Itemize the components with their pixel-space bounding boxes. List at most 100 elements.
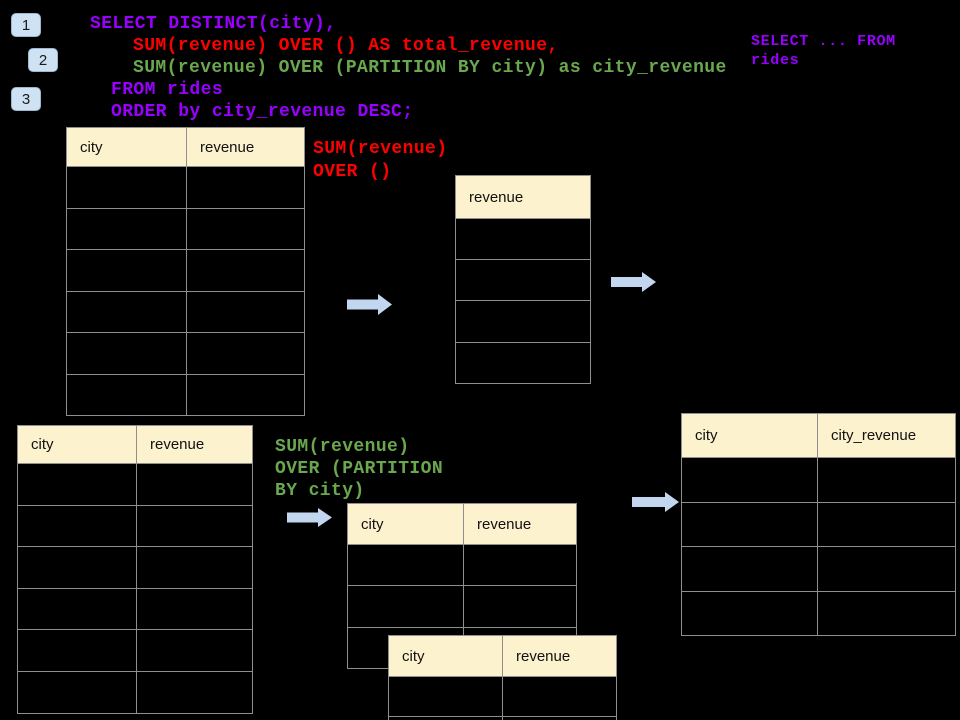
column-header-revenue: revenue — [464, 504, 576, 544]
column-header-revenue: revenue — [456, 176, 590, 218]
arrow-shape — [347, 294, 392, 315]
table-header-row: city city_revenue — [682, 414, 955, 457]
table-row — [18, 587, 252, 630]
table-row — [67, 249, 304, 291]
table-cell — [137, 629, 252, 671]
table-row — [67, 290, 304, 332]
column-header-city: city — [67, 128, 187, 166]
column-header-city: city — [348, 504, 464, 544]
column-header-revenue: revenue — [187, 128, 304, 166]
table-body — [389, 676, 616, 720]
column-header-city: city — [18, 426, 137, 463]
flow-arrow-right-icon — [287, 508, 332, 527]
table-row — [389, 715, 616, 720]
sql-code-line: SUM(revenue) OVER (PARTITION BY city) as… — [133, 58, 727, 78]
table-row — [67, 332, 304, 374]
table-row — [348, 544, 576, 586]
table-cell — [187, 166, 304, 208]
table-row — [682, 590, 955, 636]
table-cell — [18, 587, 137, 630]
table-header-row: city revenue — [67, 128, 304, 166]
table-row — [348, 585, 576, 627]
table-cell — [67, 332, 187, 374]
partition-annotation-line: SUM(revenue) — [275, 437, 410, 457]
table-cell — [18, 546, 137, 588]
flow-arrow-right-icon — [632, 492, 679, 512]
table-cell — [187, 373, 304, 416]
column-header-revenue: revenue — [503, 636, 616, 676]
table-cell — [389, 715, 503, 720]
table-cell — [682, 457, 818, 502]
table-cell — [456, 218, 590, 259]
table-cell — [18, 670, 137, 713]
table-cell — [137, 670, 252, 713]
table-cell — [18, 629, 137, 671]
table-cell — [818, 590, 955, 636]
side-code-line: rides — [751, 52, 800, 69]
table-cell — [348, 544, 464, 586]
table-cell — [67, 166, 187, 208]
sql-code-line: SUM(revenue) OVER () AS total_revenue, — [133, 36, 559, 56]
table-cell — [137, 546, 252, 588]
table-cell — [389, 676, 503, 716]
table-cell — [682, 546, 818, 591]
step-badge-1: 1 — [11, 13, 41, 37]
table-cell — [503, 676, 616, 716]
table-header-row: city revenue — [389, 636, 616, 676]
table-cell — [464, 626, 576, 668]
sql-code-line: ORDER by city_revenue DESC; — [111, 102, 414, 122]
table-cell — [503, 715, 616, 720]
table-cell — [456, 341, 590, 383]
table-cell — [682, 590, 818, 635]
table-header-row: city revenue — [348, 504, 576, 544]
flow-arrow-right-icon — [611, 272, 656, 292]
table-body — [18, 463, 252, 713]
table-cell — [818, 546, 955, 591]
table-body — [682, 457, 955, 635]
table-cell — [348, 585, 464, 627]
table-row — [682, 457, 955, 502]
table-cell — [187, 249, 304, 291]
table-row — [456, 341, 590, 383]
table-cell — [137, 504, 252, 547]
table-total-result: revenue — [455, 175, 591, 384]
table-row — [18, 670, 252, 713]
step-badge-2: 2 — [28, 48, 58, 72]
sql-code-line: FROM rides — [111, 80, 224, 100]
table-row — [682, 546, 955, 591]
partition-annotation-line: BY city) — [275, 481, 365, 501]
table-cell — [818, 457, 955, 502]
column-header-city: city — [682, 414, 818, 457]
table-cell — [18, 504, 137, 547]
table-header-row: revenue — [456, 176, 590, 218]
partition-annotation-line: OVER (PARTITION — [275, 459, 444, 479]
table-partition-group-front: city revenue — [388, 635, 617, 720]
table-cell — [137, 463, 252, 505]
table-body — [456, 218, 590, 383]
table-cell — [456, 300, 590, 341]
table-cell — [818, 501, 955, 547]
table-row — [456, 259, 590, 300]
table-cell — [18, 463, 137, 505]
table-row — [389, 676, 616, 716]
table-body — [67, 166, 304, 415]
table-cell — [456, 259, 590, 300]
total-annotation-line: SUM(revenue) — [313, 139, 448, 159]
table-cell — [187, 207, 304, 250]
table-row — [18, 504, 252, 547]
table-cell — [67, 207, 187, 249]
table-source-full: city revenue — [66, 127, 305, 416]
table-cell — [187, 332, 304, 374]
table-cell — [67, 249, 187, 291]
table-partition-source: city revenue — [17, 425, 253, 714]
table-row — [67, 373, 304, 416]
arrow-shape — [611, 272, 656, 292]
sql-code-line: SELECT DISTINCT(city), — [90, 14, 337, 34]
column-header-city-revenue: city_revenue — [818, 414, 955, 457]
flow-arrow-right-icon — [347, 294, 392, 315]
arrow-shape — [632, 492, 679, 512]
table-row — [18, 546, 252, 588]
arrow-shape — [287, 508, 332, 527]
table-partition-result: city city_revenue — [681, 413, 956, 636]
